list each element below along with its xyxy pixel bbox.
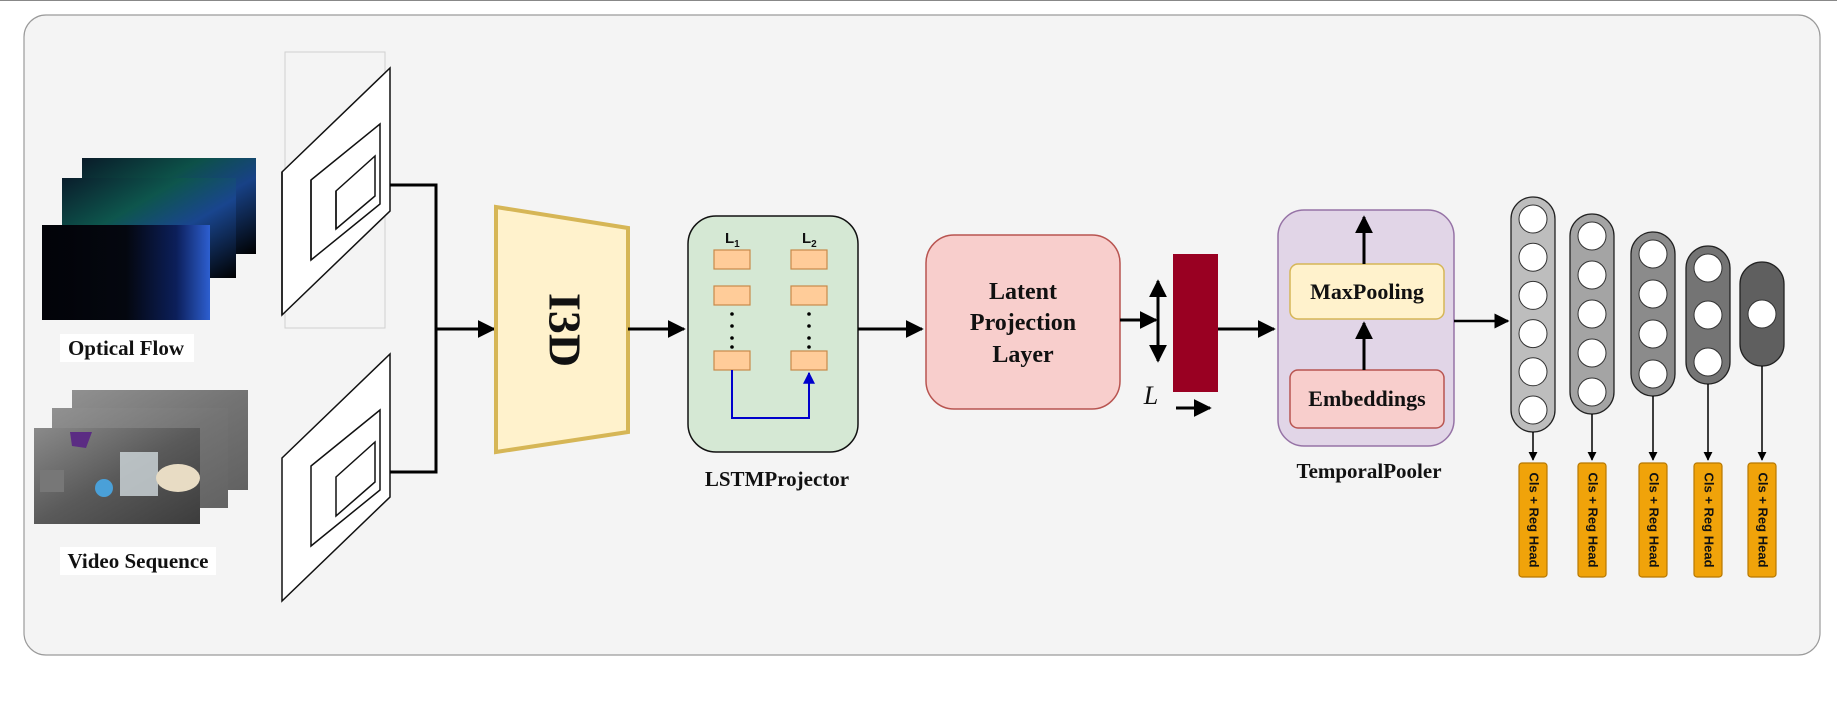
head-node [1577,221,1607,251]
lstm-ellipsis-dots [730,312,811,349]
i3d-label: I3D [539,293,590,367]
video-sequence-stack [34,390,248,524]
cls-reg-head-box [1747,462,1777,578]
maxpooling-block [1289,263,1445,320]
head-column-3: Cls + Reg Head [1630,231,1676,578]
head-node [1577,299,1607,329]
cls-reg-head-box [1693,462,1723,578]
head-node [1518,280,1548,310]
head-node [1518,242,1548,272]
lstm-layer1-label: L1 [725,230,740,250]
detection-heads: Cls + Reg Head Cls + Reg Head Cls + Reg He… [1510,196,1785,578]
head-node [1518,319,1548,349]
latent-label-line3: Layer [992,342,1054,368]
cls-reg-head-label: Cls + Reg Head [1702,472,1717,567]
head-node [1577,260,1607,290]
cls-reg-head-box [1638,462,1668,578]
feature-bar [1173,254,1218,392]
head-node [1638,359,1668,389]
video-frame-object [70,432,92,448]
i3d-block [494,204,630,455]
video-sequence-label: Video Sequence [68,549,209,573]
head-node [1518,204,1548,234]
head-column-2: Cls + Reg Head [1569,213,1615,578]
optical-flow-label: Optical Flow [68,336,185,360]
head-node [1638,319,1668,349]
embeddings-label: Embeddings [1308,386,1426,411]
head-column-4: Cls + Reg Head [1685,245,1731,578]
cls-reg-head-label: Cls + Reg Head [1756,472,1771,567]
lstm-layer2-label: L2 [802,230,817,250]
head-node [1638,279,1668,309]
head-node [1518,395,1548,425]
latent-label-line2: Projection [970,310,1076,336]
cls-reg-head-label: Cls + Reg Head [1586,472,1601,567]
video-frame-bowl [156,464,200,492]
embeddings-block [1289,369,1445,429]
lstm-recurrent-arrow [731,370,815,419]
conv-block-top [281,66,391,317]
maxpooling-label: MaxPooling [1310,279,1424,304]
optical-flow-label-bg [60,334,194,362]
head-column-5: Cls + Reg Head [1739,261,1785,578]
cls-reg-head-label: Cls + Reg Head [1647,472,1662,567]
length-symbol: L [1143,381,1158,410]
cls-reg-head-box [1518,462,1548,578]
lstm-cells-column2 [790,249,828,371]
video-sequence-label-bg [60,547,216,575]
flow-frame-front [42,225,210,320]
head-node [1693,347,1723,377]
lstm-projector-block [687,215,859,453]
cls-reg-head-box [1577,462,1607,578]
video-frame-hand-object [95,479,113,497]
head-node [1638,239,1668,269]
optical-flow-stack [42,158,256,320]
conv-block-bottom [281,352,391,603]
head-node [1693,253,1723,283]
head-node [1577,338,1607,368]
latent-label-line1: Latent [989,279,1057,305]
head-node [1577,377,1607,407]
head-node [1518,357,1548,387]
video-frame-toaster [40,470,64,492]
temporal-pooler-label: TemporalPooler [1296,459,1441,483]
head-node [1747,299,1777,329]
cls-reg-head-label: Cls + Reg Head [1527,472,1542,567]
latent-projection-block [925,234,1121,410]
head-node [1693,300,1723,330]
head-column-1: Cls + Reg Head [1510,196,1556,578]
video-frame-glass [120,452,158,496]
lstm-projector-label: LSTMProjector [705,467,849,491]
